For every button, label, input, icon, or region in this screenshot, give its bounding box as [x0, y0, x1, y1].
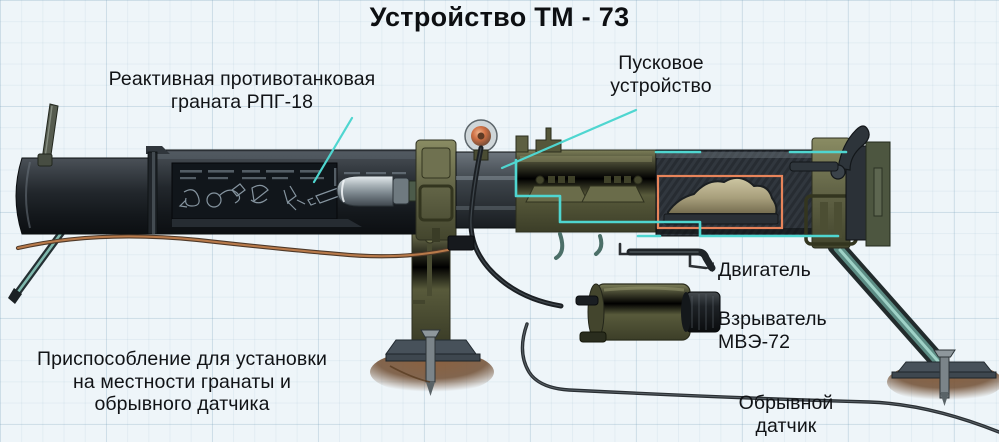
mve-72-fuze	[575, 283, 721, 343]
label-break-wire-sensor: Обрывной датчик	[738, 392, 834, 437]
antenna-post	[37, 103, 59, 167]
launcher-tube-assembly	[15, 103, 891, 249]
percussion-cap-disc	[464, 119, 498, 153]
launcher-detail-blocks	[525, 175, 645, 203]
label-fuze-mve-72: Взрыватель МВЭ-72	[718, 308, 827, 353]
rocket-nose-cone	[336, 175, 418, 207]
label-launch-device: Пусковое устройство	[610, 52, 712, 97]
trigger-lever	[789, 125, 870, 180]
page-title: Устройство ТМ - 73	[369, 2, 630, 32]
label-ground-mount: Приспособление для установки на местност…	[37, 348, 327, 416]
panel-text-lines	[180, 168, 406, 186]
internal-cyan-wire	[514, 150, 848, 238]
leader-engine	[618, 242, 708, 270]
cables	[15, 145, 999, 434]
right-support-leg	[827, 237, 997, 406]
leader-rpg	[312, 116, 354, 184]
label-engine: Двигатель	[718, 259, 811, 281]
highlighted-charge	[656, 174, 784, 230]
leader-launcher	[500, 108, 638, 170]
label-rpg-18: Реактивная противотанковая граната РПГ-1…	[108, 68, 376, 113]
